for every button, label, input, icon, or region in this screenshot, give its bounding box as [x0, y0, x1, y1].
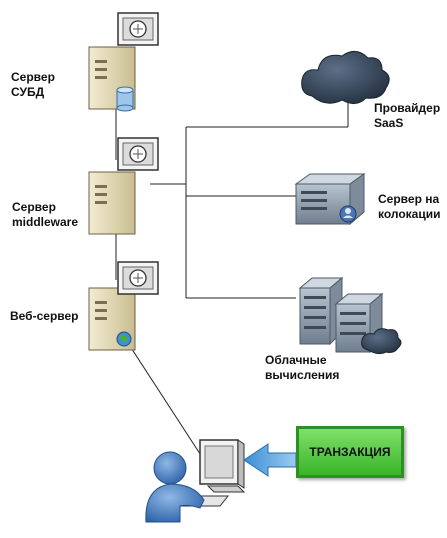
cloud-computing-racks-icon: [298, 276, 402, 355]
colocation-server-icon: [294, 173, 366, 226]
client-workstation: [145, 439, 246, 523]
label-colocation-server-line1: Сервер на: [378, 192, 440, 206]
label-web-server: Веб-сервер: [10, 309, 79, 324]
label-cloud-computing-line2: вычисления: [265, 368, 340, 382]
label-saas-provider-line1: Провайдер: [374, 101, 441, 115]
label-cloud-computing-line1: Облачные: [265, 353, 327, 367]
user-icon: [145, 451, 205, 523]
globe-icon: [116, 331, 132, 347]
database-icon: [116, 86, 134, 112]
label-colocation-server: Сервер на колокации: [378, 192, 440, 222]
label-colocation-server-line2: колокации: [378, 207, 441, 221]
transaction-box: ТРАНЗАКЦИЯ: [296, 426, 404, 478]
label-saas-provider: Провайдер SaaS: [374, 101, 440, 131]
label-dbms-server: Сервер СУБД: [11, 70, 55, 100]
label-saas-provider-line2: SaaS: [374, 116, 404, 130]
link-web-client: [125, 339, 205, 461]
dbms-server: [88, 12, 159, 112]
connection-lines: [115, 100, 349, 461]
transaction-label: ТРАНЗАКЦИЯ: [309, 445, 391, 459]
middleware-server: [88, 137, 159, 235]
monitor-icon: [117, 261, 159, 295]
web-server: [88, 261, 159, 351]
saas-cloud-icon: [301, 51, 390, 104]
label-dbms-server-line1: Сервер: [11, 70, 55, 84]
label-web-server-line1: Веб-сервер: [10, 309, 79, 323]
monitor-icon: [117, 137, 159, 171]
monitor-icon: [117, 12, 159, 46]
transaction-arrow-icon: [243, 443, 297, 477]
label-middleware-server-line2: middleware: [12, 215, 79, 229]
label-middleware-server-line1: Сервер: [12, 200, 56, 214]
label-dbms-server-line2: СУБД: [11, 85, 45, 99]
computer-monitor-icon: [199, 439, 246, 493]
label-middleware-server: Сервер middleware: [12, 200, 78, 230]
label-cloud-computing: Облачные вычисления: [265, 353, 339, 383]
